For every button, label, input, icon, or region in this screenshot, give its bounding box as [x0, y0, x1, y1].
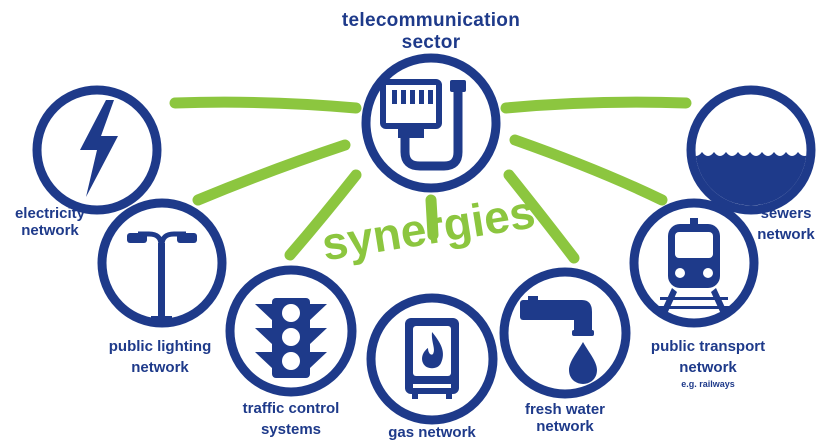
label-electricity-line2: network — [21, 222, 79, 240]
label-fresh-water-line2: network — [536, 418, 594, 436]
label-sewers-line1: sewers — [760, 205, 812, 222]
label-public-lighting-line2: network — [131, 359, 189, 377]
label-public-transport-line1: public transport — [650, 338, 766, 355]
connector-public-transport — [509, 134, 668, 206]
label-public-lighting-line1: public lighting — [108, 338, 212, 355]
label-gas-line1: gas network — [388, 424, 476, 441]
connector-sewers — [500, 96, 692, 114]
center-title-line2: sector — [401, 31, 461, 53]
traffic-light-icon — [255, 298, 327, 378]
label-fresh-water-line1: fresh water — [524, 401, 606, 418]
label-fresh-water: fresh water network — [500, 401, 630, 436]
label-traffic-control-line2: systems — [260, 421, 322, 439]
connector-gas — [425, 194, 439, 241]
label-gas: gas network — [362, 424, 502, 441]
label-sewers: sewers network — [745, 205, 827, 244]
train-icon — [655, 218, 733, 314]
label-traffic-control-line1: traffic control — [242, 400, 340, 417]
connector-public-lighting — [192, 139, 351, 206]
label-electricity-line1: electricity — [14, 205, 86, 222]
label-sewers-line2: network — [757, 226, 815, 244]
center-title: telecommunication sector — [331, 10, 531, 54]
center-title-line1: telecommunication — [341, 10, 521, 31]
label-traffic-control: traffic control systems — [216, 400, 366, 439]
connector-traffic-control — [284, 169, 362, 261]
gas-boiler-flame-icon — [405, 318, 459, 399]
street-lamp-icon — [127, 231, 197, 321]
label-public-lighting: public lighting network — [85, 338, 235, 377]
label-public-transport-sub: e.g. railways — [681, 378, 735, 389]
connector-fresh-water — [503, 169, 580, 264]
label-public-transport-line2: network — [679, 359, 737, 377]
connector-electricity — [169, 96, 362, 114]
connector-lines — [169, 96, 692, 264]
water-tap-drop-icon — [520, 296, 597, 384]
ethernet-cable-icon — [380, 79, 466, 171]
label-public-transport: public transport network e.g. railways — [628, 338, 788, 389]
label-electricity: electricity network — [0, 205, 100, 240]
circle-fresh-water — [499, 267, 631, 399]
lightning-bolt-icon — [80, 100, 118, 197]
